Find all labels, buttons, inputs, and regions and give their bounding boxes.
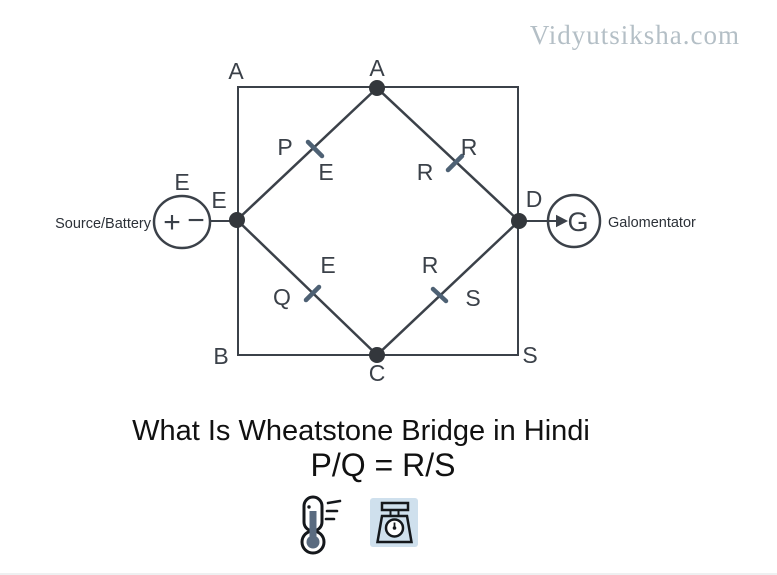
arm-bottom-left xyxy=(236,219,378,356)
battery-symbol xyxy=(152,194,212,250)
resistor-label-s: S xyxy=(465,285,480,311)
corner-label-bottom-left: B xyxy=(213,343,228,369)
square-frame xyxy=(237,86,519,356)
galvanometer-symbol xyxy=(546,193,602,249)
galvanometer-letter: G xyxy=(567,207,588,237)
plus-icon: + xyxy=(163,206,181,239)
resistor-tick-top-right-icon xyxy=(445,153,465,173)
node-dot-right xyxy=(511,213,527,229)
arrow-right-icon xyxy=(556,214,568,228)
battery-caption: Source/Battery xyxy=(55,216,152,232)
galvanometer-caption: Galomentator xyxy=(608,215,696,231)
battery-label: E xyxy=(174,169,189,195)
arm-top-right xyxy=(376,87,520,222)
inner-label-top-right: R xyxy=(417,159,434,185)
node-label-top: A xyxy=(369,55,385,81)
bridge-formula: P/Q = R/S xyxy=(310,447,456,483)
node-dot-left xyxy=(229,212,245,228)
node-dot-top xyxy=(369,80,385,96)
node-label-right: D xyxy=(526,186,543,212)
node-label-left: E xyxy=(211,187,226,213)
inner-label-bottom-right: R xyxy=(422,252,439,278)
corner-label-bottom-right: S xyxy=(522,342,537,368)
weighing-scale-icon xyxy=(370,498,418,547)
circuit-diagram: + − E Source/Battery G Galomentator A B … xyxy=(55,55,696,386)
node-dot-bottom xyxy=(369,347,385,363)
inner-label-bottom-left: E xyxy=(320,252,335,278)
corner-label-top-left: A xyxy=(228,58,244,84)
thermometer-icon xyxy=(300,495,342,555)
arm-bottom-right xyxy=(376,220,520,356)
node-label-bottom: C xyxy=(369,360,386,386)
page-title: What Is Wheatstone Bridge in Hindi xyxy=(132,415,590,447)
inner-label-top-left: E xyxy=(318,159,333,185)
resistor-tick-bottom-right-icon xyxy=(430,286,449,304)
watermark: Vidyutsiksha.com xyxy=(529,20,740,50)
arm-top-left xyxy=(236,87,378,221)
minus-icon: − xyxy=(187,204,205,237)
resistor-tick-top-left-icon xyxy=(305,139,325,159)
resistor-label-p: P xyxy=(277,134,292,160)
resistor-tick-bottom-left-icon xyxy=(303,284,322,303)
resistor-label-r: R xyxy=(461,134,478,160)
resistor-label-q: Q xyxy=(273,284,291,310)
